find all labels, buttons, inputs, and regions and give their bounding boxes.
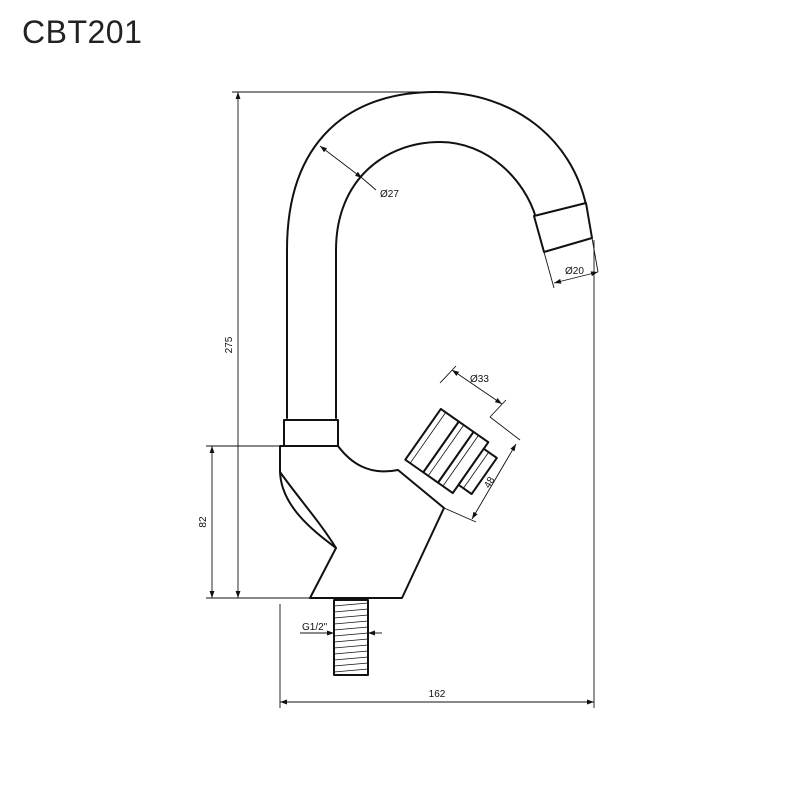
body-contour-line bbox=[279, 471, 337, 549]
label-overall-width: 162 bbox=[429, 689, 446, 700]
dim-outlet-diameter bbox=[553, 271, 599, 284]
threaded-connector bbox=[333, 599, 369, 676]
thread-lines bbox=[333, 602, 369, 673]
dim-spout-diameter bbox=[319, 145, 363, 179]
label-thread: G1/2" bbox=[302, 622, 328, 633]
label-body-height: 82 bbox=[198, 516, 209, 528]
dimension-lines bbox=[206, 91, 599, 708]
label-outlet-diameter: Ø20 bbox=[565, 266, 584, 277]
spout-inner-edge bbox=[335, 141, 537, 419]
label-overall-height: 275 bbox=[224, 336, 235, 353]
label-spout-diameter: Ø27 bbox=[380, 189, 399, 200]
spout-outlet bbox=[533, 202, 593, 253]
dim-handle-diameter bbox=[451, 369, 503, 405]
label-handle-length: 48 bbox=[482, 475, 497, 491]
spout-collar bbox=[283, 419, 339, 447]
dimension-labels: 275 82 162 Ø27 Ø20 Ø33 48 G1/2" bbox=[198, 189, 584, 700]
dim-handle-length bbox=[471, 443, 517, 520]
spout-outer-edge bbox=[286, 91, 587, 419]
faucet-outline bbox=[279, 91, 593, 676]
label-handle-diameter: Ø33 bbox=[470, 374, 489, 385]
model-title: CBT201 bbox=[22, 14, 143, 50]
